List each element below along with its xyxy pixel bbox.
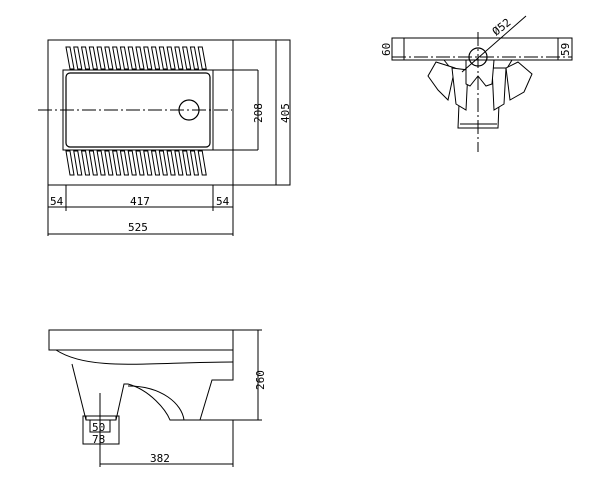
ridge (189, 46, 200, 70)
front-view-trap (465, 59, 495, 87)
front-view-left-foot (427, 61, 456, 102)
ridge (96, 46, 106, 70)
ridge (112, 150, 122, 176)
dim-382-label: 382 (150, 452, 170, 465)
ridge (88, 150, 98, 176)
ridge (135, 150, 145, 176)
ridge (73, 46, 83, 70)
top-view-ridges-lower (65, 150, 207, 176)
ridge (127, 150, 137, 176)
dim-405-label: 405 (279, 103, 292, 123)
dim-208-label: 208 (252, 103, 265, 123)
ridge (112, 46, 122, 70)
ridge (143, 46, 153, 70)
top-view-outer-frame (47, 39, 291, 186)
ridge (197, 46, 207, 70)
ridge (104, 150, 114, 176)
ridge (150, 46, 161, 70)
dim-260-label: 260 (254, 370, 267, 390)
side-view-inner-arc (127, 385, 185, 421)
side-view: 50 78 260 382 (48, 329, 267, 467)
ridge (73, 150, 83, 176)
ridge (65, 150, 75, 176)
top-view-ridges-upper (65, 46, 207, 70)
side-view-trap-left (85, 416, 117, 420)
ridge (80, 46, 91, 70)
ridge (150, 150, 161, 176)
ridge (104, 46, 114, 70)
top-view: 208 405 54 417 54 525 (38, 39, 292, 236)
ridge (135, 46, 145, 70)
dim-59-label: 59 (559, 43, 572, 56)
dim-78-label: 78 (92, 433, 105, 446)
front-view-left-foot-inner (451, 67, 469, 111)
dim-60-label: 60 (380, 43, 393, 56)
ridge (80, 150, 91, 176)
ridge (96, 150, 106, 176)
side-view-rim (48, 329, 234, 351)
ridge (143, 150, 153, 176)
ridge (158, 150, 168, 176)
ridge (158, 46, 168, 70)
front-view-diameter-leader (461, 15, 527, 73)
ridge (174, 46, 184, 70)
ridge (127, 46, 137, 70)
dim-50-label: 50 (92, 421, 105, 434)
side-view-bowl-profile (55, 349, 234, 365)
ridge (166, 46, 176, 70)
ridge (65, 46, 75, 70)
side-view-outlet-outer (82, 415, 120, 445)
ridge (166, 150, 176, 176)
front-view: 60 59 Ø52 (380, 15, 573, 152)
side-view-body-outline (71, 350, 234, 421)
ridge (119, 150, 130, 176)
dim-54-left-label: 54 (50, 195, 64, 208)
ridge (189, 150, 200, 176)
front-view-right-foot-inner (491, 67, 507, 111)
ridge (182, 150, 192, 176)
ridge (197, 150, 207, 176)
front-view-diameter-label: Ø52 (490, 16, 514, 38)
dim-525-label: 525 (128, 221, 148, 234)
ridge (174, 150, 184, 176)
ridge (119, 46, 130, 70)
dim-417-label: 417 (130, 195, 150, 208)
front-view-right-foot (505, 61, 533, 101)
ridge (182, 46, 192, 70)
ridge (88, 46, 98, 70)
dim-54-right-label: 54 (216, 195, 230, 208)
